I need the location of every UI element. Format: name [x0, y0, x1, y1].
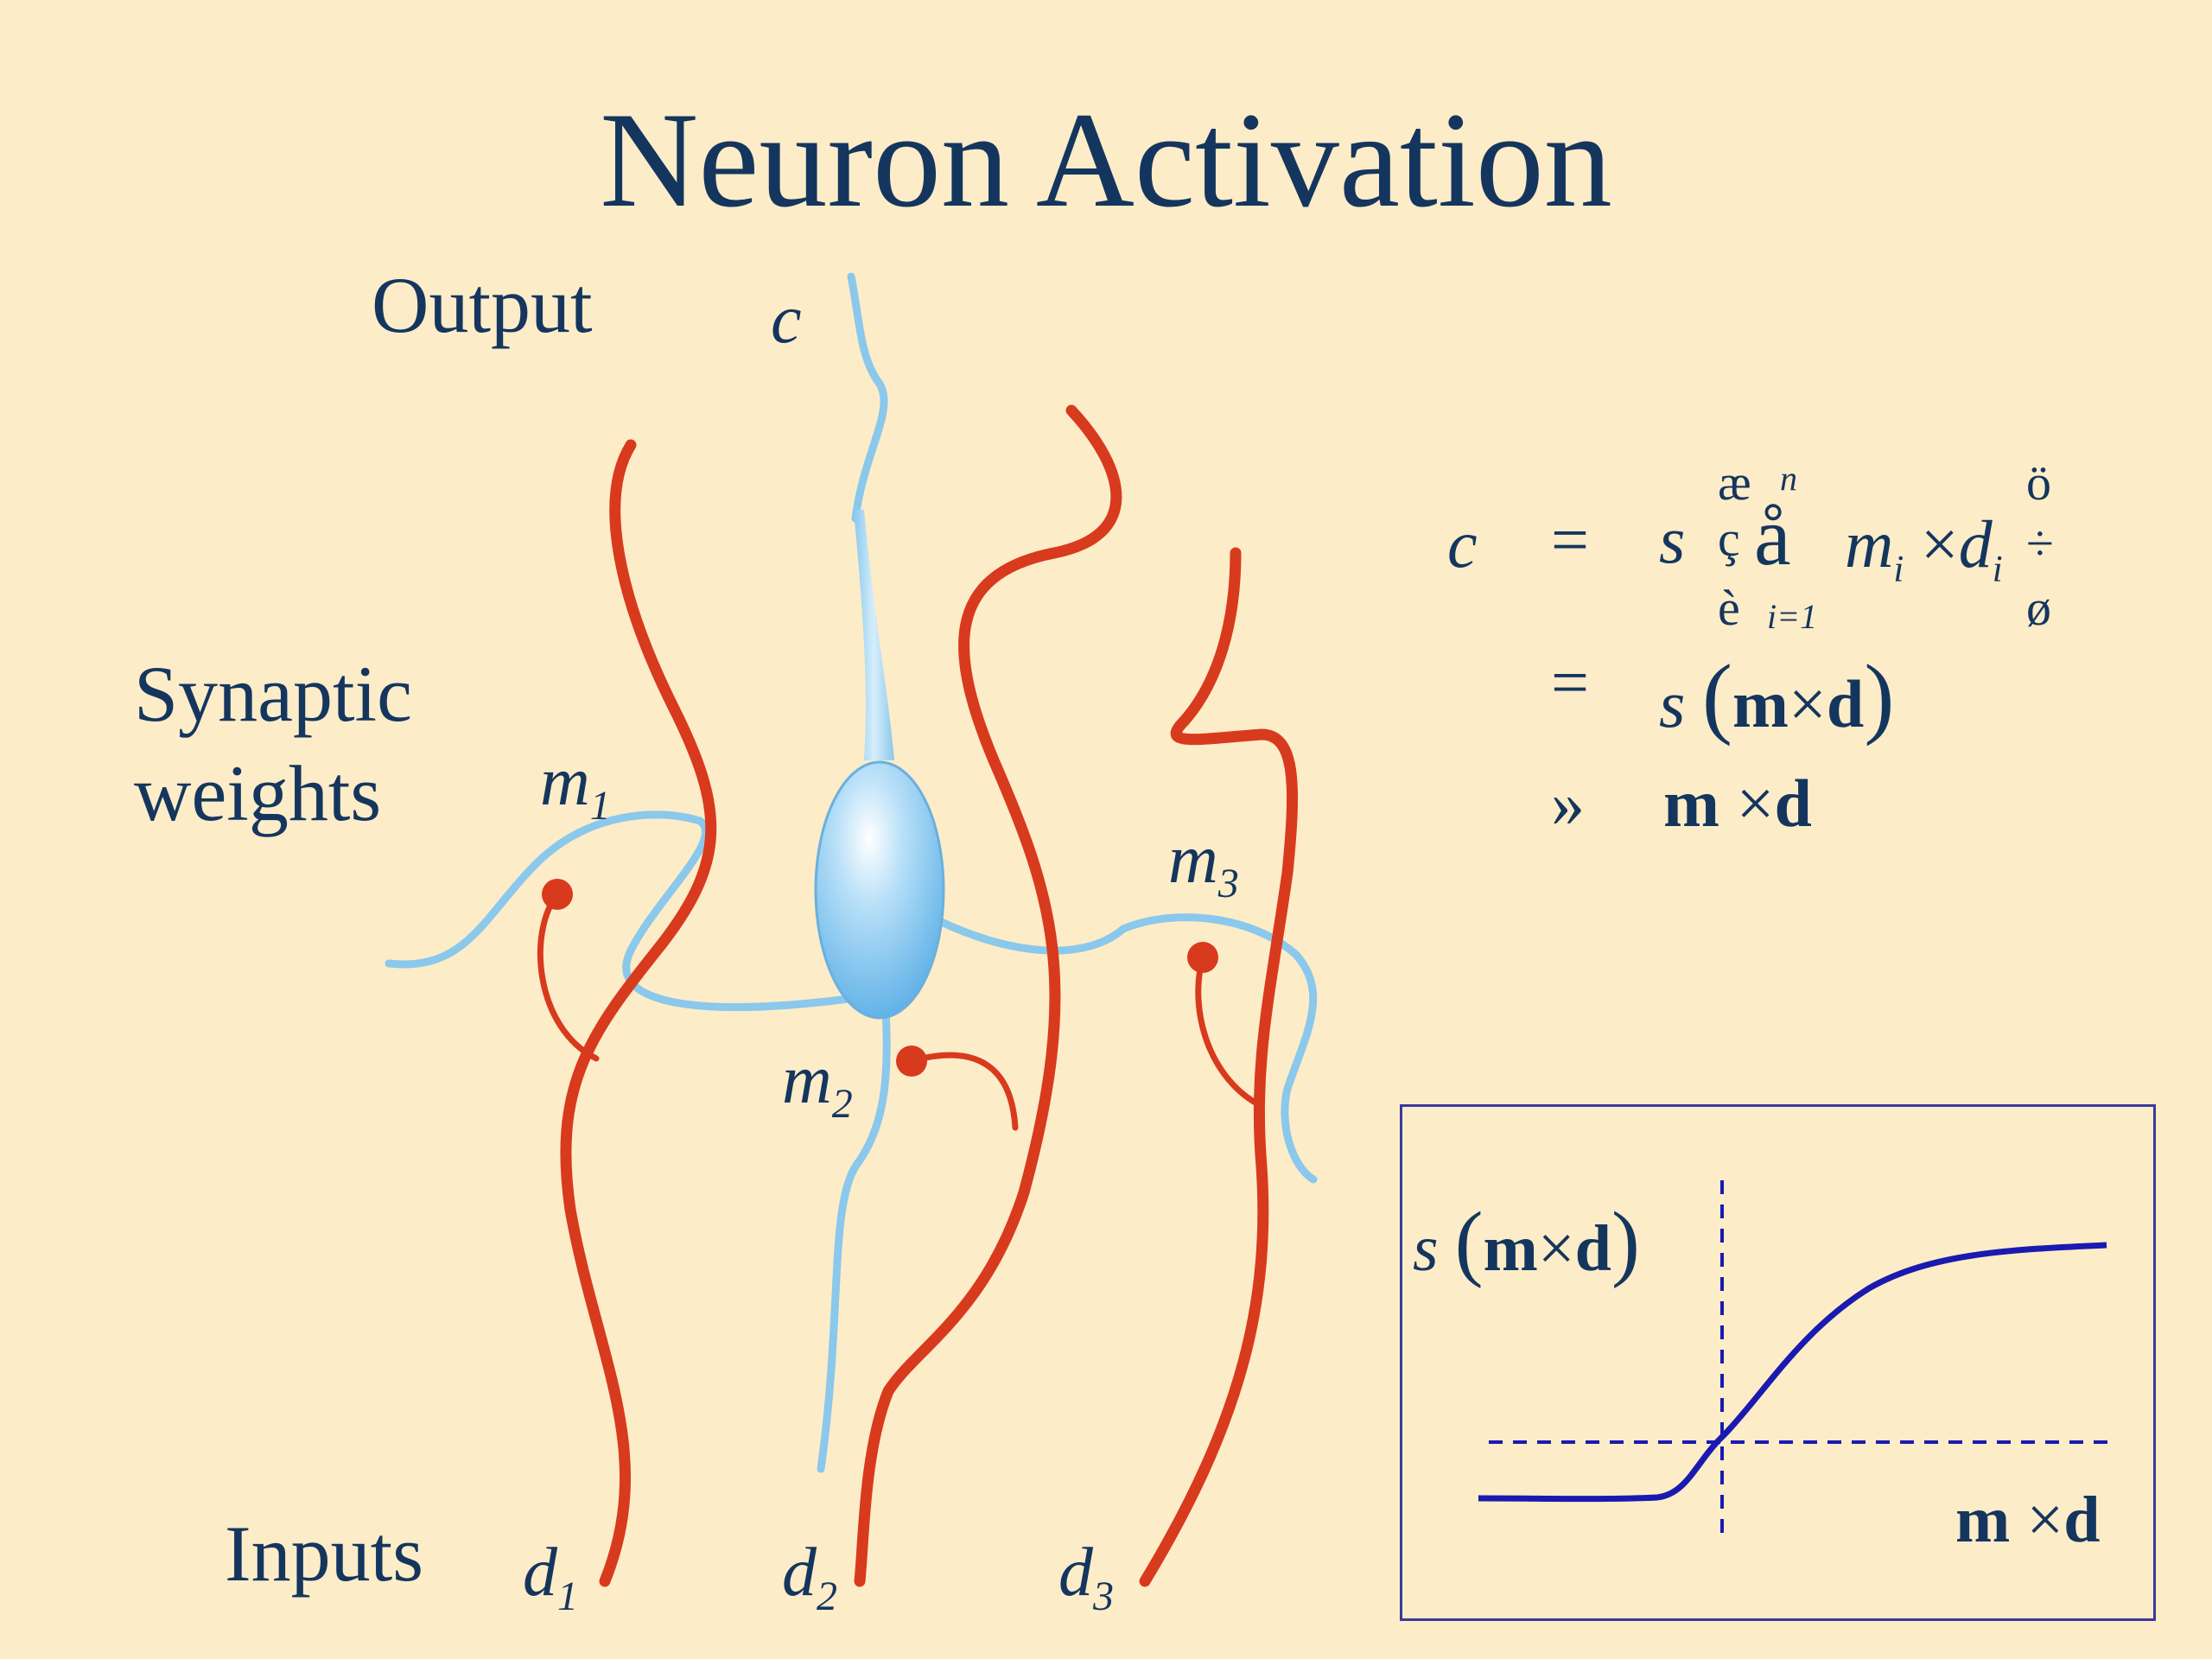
synaptic-label-line2: weights: [134, 749, 382, 837]
sum-term: mi ×di: [1845, 506, 2003, 590]
dendrite-left: [385, 810, 860, 1011]
bracket-top-left: æ: [1718, 454, 1751, 511]
equation-sigma-1: s: [1659, 502, 1686, 577]
inputs-label: Inputs: [225, 1510, 423, 1598]
weight-label-m2: m2: [782, 1042, 853, 1127]
output-label: Output: [372, 261, 593, 349]
soma: [814, 760, 945, 1020]
slide-title: Neuron Activation: [600, 85, 1612, 236]
input-fiber-2: [854, 404, 1122, 1587]
equation-lhs-c: c: [1447, 506, 1478, 582]
plot-y-label: s (m×d): [1413, 1195, 1640, 1289]
summation-symbol: å: [1754, 490, 1791, 582]
synapse-terminal-3: [1187, 942, 1218, 973]
equation-equals-2: =: [1551, 645, 1589, 720]
axon-hillock: [854, 510, 894, 760]
input-fiber-3: [1139, 547, 1299, 1587]
plot-x-label: m ×d: [1955, 1484, 2101, 1556]
sum-lower-limit: i=1: [1767, 597, 1818, 636]
input-fiber-1: [560, 439, 717, 1587]
synapse-terminal-1: [542, 879, 573, 910]
bracket-top-right: ö: [2026, 454, 2051, 511]
input-label-d1: d1: [523, 1535, 578, 1619]
sigmoid-curve: [1478, 1242, 2107, 1503]
bracket-bottom-left: è: [1718, 580, 1740, 636]
synaptic-label-line1: Synaptic: [134, 650, 412, 738]
axon-output: [847, 272, 888, 523]
equation-line-3: m ×d: [1663, 766, 1812, 841]
synapse-terminal-2: [896, 1046, 927, 1077]
synapse-branch-1: [537, 891, 600, 1062]
input-label-d3: d3: [1058, 1535, 1114, 1619]
dendrite-bottom: [817, 1007, 891, 1473]
synapse-branch-2: [908, 1052, 1019, 1131]
weight-label-m3: m3: [1168, 822, 1239, 906]
bracket-mid-left: ç: [1718, 511, 1740, 567]
sigmoid-plot: s (m×d) m ×d: [1400, 1104, 2156, 1621]
equation-line-2: s (m×d): [1659, 645, 1895, 747]
synapse-branch-3: [1195, 954, 1265, 1109]
weight-label-m1: m1: [540, 744, 611, 829]
bracket-mid-right: ÷: [2026, 515, 2054, 571]
output-variable-c: c: [771, 282, 802, 358]
input-label-d2: d2: [782, 1535, 837, 1619]
sum-upper-limit: n: [1780, 459, 1797, 498]
bracket-bottom-right: ø: [2026, 580, 2051, 636]
equation-approx: »: [1551, 766, 1585, 841]
equation-equals-1: =: [1551, 502, 1589, 577]
